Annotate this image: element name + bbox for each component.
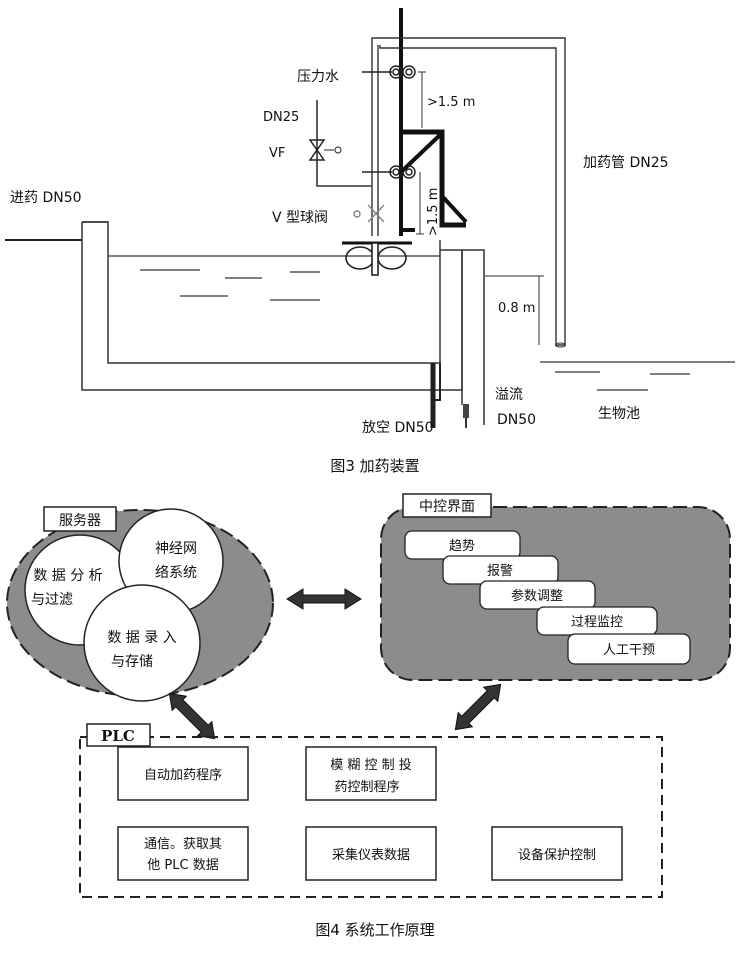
plc-box-auto-dosing-label: 自动加药程序 xyxy=(144,768,222,783)
control-item-alarm-label: 报警 xyxy=(487,563,513,579)
plc-box-communication xyxy=(117,826,249,881)
circle-data-entry xyxy=(83,584,201,702)
dosing-pipe-loop xyxy=(371,37,566,346)
server-group: 服务器 数 据 分 析 与过滤 神经网 络系统 数 据 录 入 与存储 xyxy=(6,506,274,702)
label-inlet: 进药 DN50 xyxy=(10,190,82,206)
label-depth: 0.8 m xyxy=(498,301,535,316)
plc-box-collect-label: 采集仪表数据 xyxy=(332,847,410,863)
plc-box-comm-label-2: 他 PLC 数据 xyxy=(147,858,218,873)
figure4-system-diagram: 服务器 数 据 分 析 与过滤 神经网 络系统 数 据 录 入 与存储 中控界面… xyxy=(6,493,731,939)
label-v-ball-valve: V 型球阀 xyxy=(272,210,328,226)
text-neural-1: 神经网 xyxy=(155,541,197,557)
plc-box-protection-label: 设备保护控制 xyxy=(518,847,596,863)
tank-outer-wall xyxy=(81,222,463,391)
plc-box-comm-label-1: 通信。获取其 xyxy=(144,837,222,852)
plc-box-protection xyxy=(491,826,623,881)
label-drain: 放空 DN50 xyxy=(362,420,434,436)
double-arrow-right-icon xyxy=(454,683,502,731)
control-title: 中控界面 xyxy=(419,499,475,515)
bio-tank-surface xyxy=(540,361,735,391)
label-gt15-side: >1.5 m xyxy=(426,188,441,236)
plc-box-fuzzy-control xyxy=(305,746,437,801)
text-neural-2: 络系统 xyxy=(155,565,197,581)
flowmeter-top xyxy=(389,65,416,79)
plc-box-auto-dosing xyxy=(117,746,249,801)
label-dosing-pipe: 加药管 DN25 xyxy=(583,155,669,171)
server-title-box xyxy=(43,506,117,532)
vf-valve-icon xyxy=(308,139,326,161)
plc-frame xyxy=(79,736,663,898)
text-data-entry-1: 数 据 录 入 xyxy=(107,630,176,646)
control-title-box xyxy=(402,493,492,518)
figure3-caption: 图3 加药装置 xyxy=(330,457,419,475)
double-arrow-left-icon xyxy=(168,692,216,740)
plc-group: PLC 自动加药程序 模 糊 控 制 投 药控制程序 通信。获取其 他 PLC … xyxy=(79,723,663,898)
ripples xyxy=(140,269,320,301)
plc-title: PLC xyxy=(101,727,135,745)
plc-box-fuzzy-label-1: 模 糊 控 制 投 xyxy=(330,757,412,773)
text-data-analysis-1: 数 据 分 析 xyxy=(33,568,102,584)
overflow-valve xyxy=(463,404,469,418)
mixer-icon xyxy=(345,242,407,276)
plc-box-collect-data xyxy=(305,826,437,881)
text-data-entry-2: 与存储 xyxy=(111,654,153,670)
label-bio-tank: 生物池 xyxy=(598,406,640,422)
control-item-trend-label: 趋势 xyxy=(449,538,475,554)
label-gt15-top: >1.5 m xyxy=(427,95,475,110)
control-item-monitor-label: 过程监控 xyxy=(571,615,623,630)
label-overflow-1: 溢流 xyxy=(495,387,523,403)
label-dn25: DN25 xyxy=(263,110,299,125)
dosing-frame xyxy=(401,129,466,228)
v-ball-valve-icon xyxy=(353,204,385,223)
control-group: 中控界面 趋势 报警 参数调整 过程监控 人工干预 xyxy=(380,493,731,681)
control-item-manual-label: 人工干预 xyxy=(603,643,655,658)
plc-title-box xyxy=(86,723,151,747)
figure3-dosing-device: 压力水 DN25 VF 进药 DN50 V 型球阀 加药管 DN25 >1.5 … xyxy=(5,8,735,475)
control-item-params-label: 参数调整 xyxy=(511,588,563,604)
pressure-water-pipe xyxy=(316,100,372,187)
figure4-caption: 图4 系统工作原理 xyxy=(315,921,434,939)
control-item-params xyxy=(479,580,596,610)
control-item-manual xyxy=(567,633,691,665)
server-title: 服务器 xyxy=(59,513,101,529)
label-pressure-water: 压力水 xyxy=(297,69,339,85)
text-data-analysis-2: 与过滤 xyxy=(31,592,73,608)
double-arrow-horizontal-icon xyxy=(286,588,362,610)
label-overflow-2: DN50 xyxy=(497,412,536,428)
plc-box-fuzzy-label-2: 药控制程序 xyxy=(334,780,399,795)
label-vf: VF xyxy=(269,146,285,161)
overflow-pipe xyxy=(440,249,485,425)
